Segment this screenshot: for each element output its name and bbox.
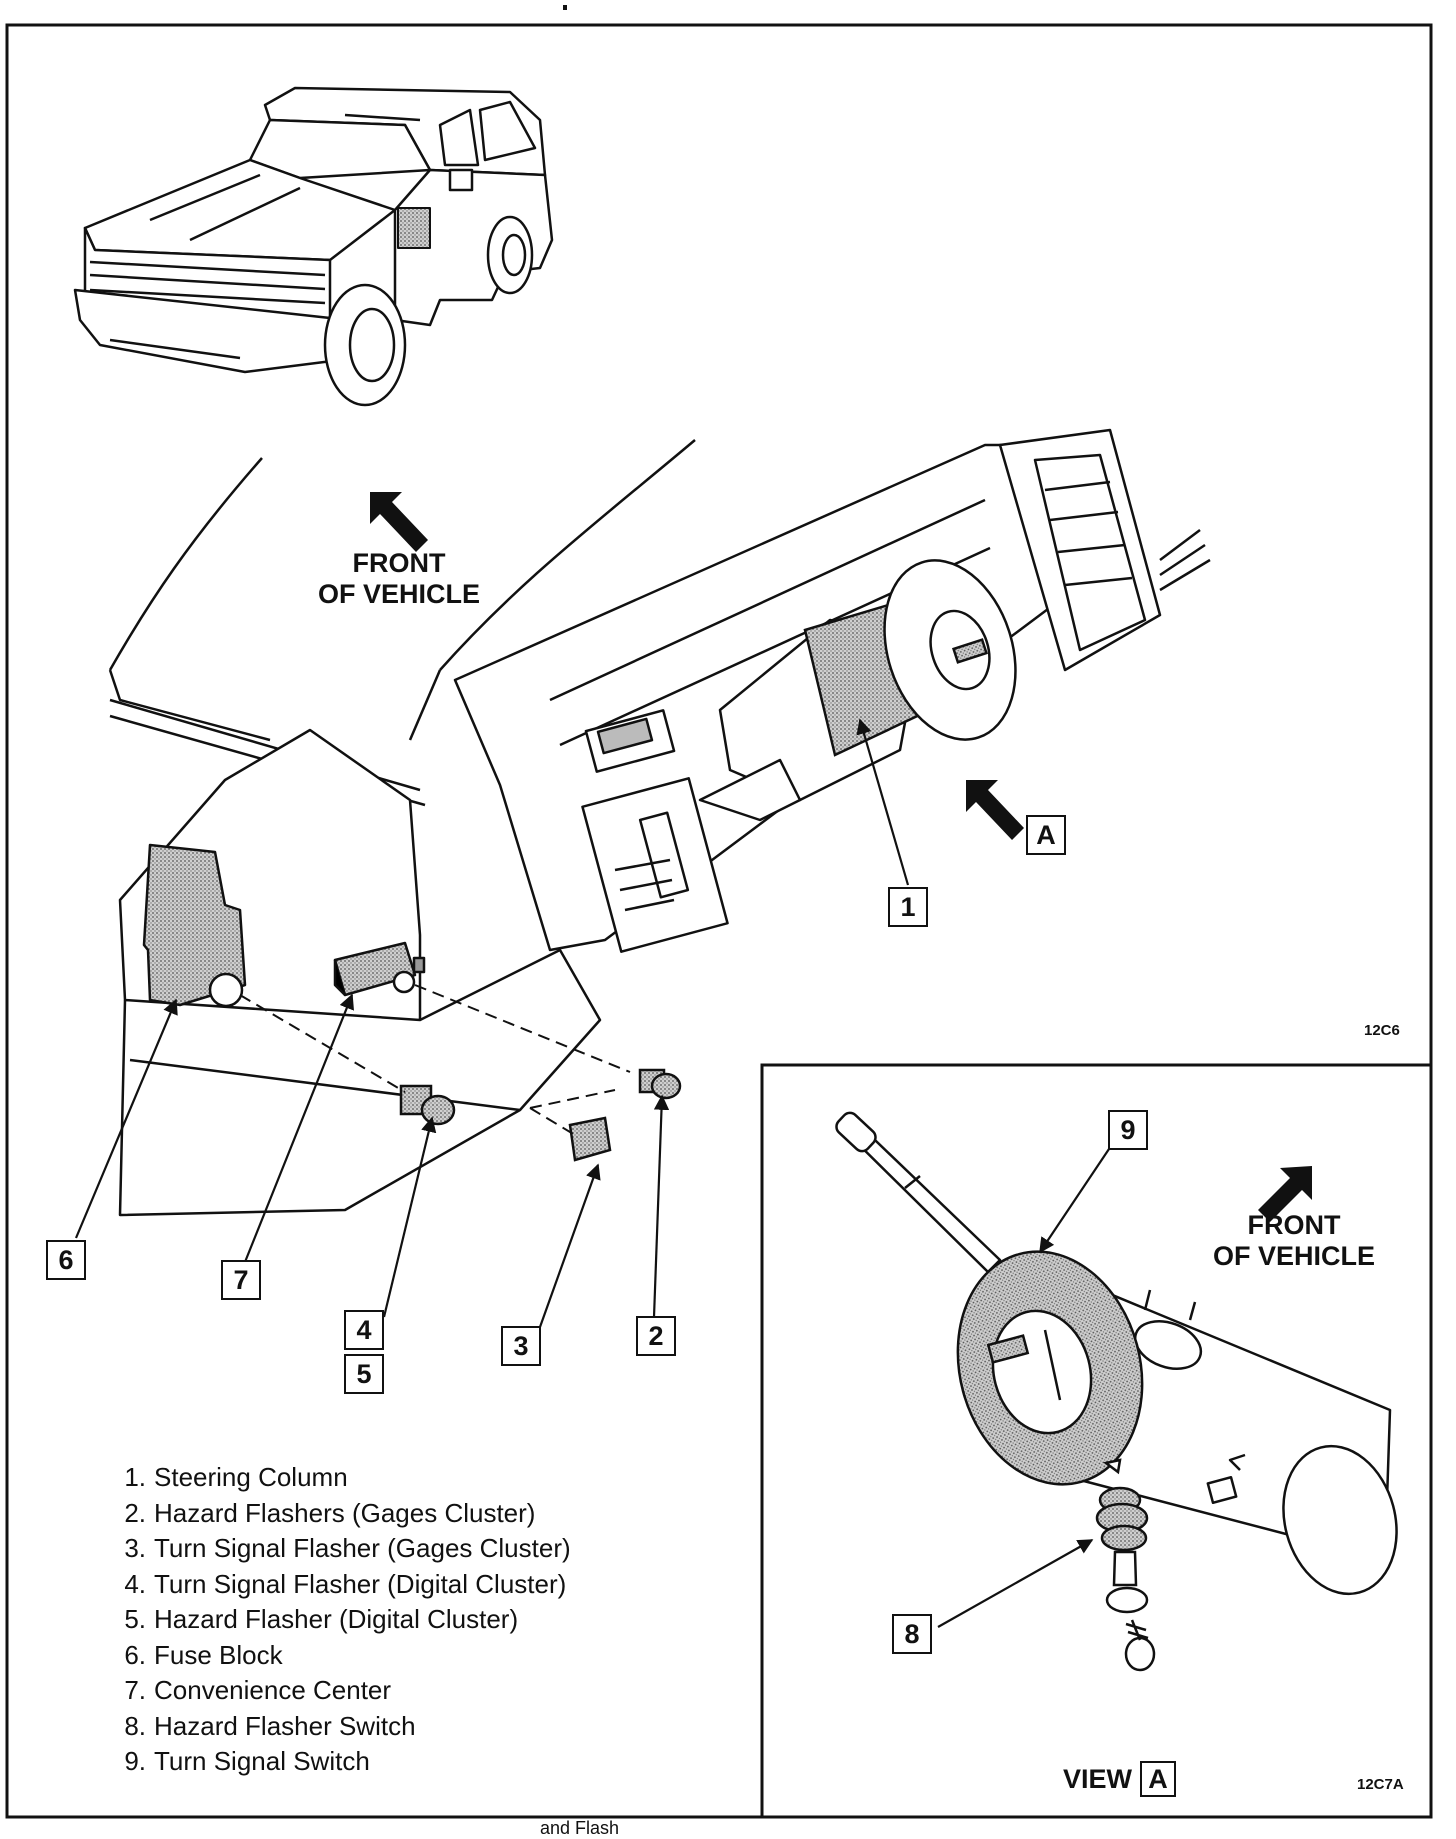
legend-num: 7.	[124, 1675, 146, 1705]
legend-text: Turn Signal Flasher (Digital Cluster)	[154, 1568, 567, 1599]
callout-2: 2	[636, 1316, 676, 1356]
legend-text: Turn Signal Switch	[154, 1746, 370, 1776]
fuse-block	[142, 843, 247, 1008]
legend-text: Hazard Flasher (Digital Cluster)	[154, 1604, 519, 1634]
legend-item: 1. Steering Column	[104, 1460, 571, 1496]
flasher-3	[568, 1116, 612, 1162]
inset-front-label-line2: OF VEHICLE	[1213, 1241, 1376, 1271]
legend-text: Fuse Block	[154, 1639, 283, 1670]
inset-frame	[760, 1063, 1433, 1819]
callout-6: 6	[46, 1240, 86, 1280]
legend-num: 6.	[124, 1639, 146, 1670]
legend-item: 5. Hazard Flasher (Digital Cluster)	[104, 1602, 571, 1638]
figure-caption: and Flash	[540, 1818, 620, 1838]
legend-num: 8.	[124, 1710, 146, 1741]
callout-4: 4	[344, 1310, 384, 1350]
legend: 1. Steering Column 2. Hazard Flashers (Gag…	[104, 1460, 571, 1780]
legend-item: 7. Convenience Center	[104, 1673, 571, 1709]
callout-8: 8	[892, 1614, 932, 1654]
front-label-line2: OF VEHICLE	[318, 579, 481, 609]
legend-text: Hazard Flasher Switch	[154, 1710, 416, 1741]
legend-item: 4. Turn Signal Flasher (Digital Cluster)	[104, 1567, 571, 1603]
legend-text: Steering Column	[154, 1462, 348, 1492]
view-a-callout: A	[1026, 815, 1066, 855]
figure-code-main: 12C6	[1364, 1022, 1400, 1039]
view-label-box: A	[1140, 1761, 1177, 1797]
legend-item: 9. Turn Signal Switch	[104, 1744, 571, 1780]
legend-num: 1.	[124, 1462, 146, 1492]
inset-leaders	[937, 1142, 1114, 1628]
convenience-center	[333, 941, 426, 997]
flasher-2	[638, 1068, 682, 1100]
figure-code-inset: 12C7A	[1357, 1776, 1404, 1793]
legend-text: Convenience Center	[154, 1675, 392, 1705]
front-label-line1: FRONT	[352, 548, 446, 578]
legend-num: 4.	[124, 1568, 146, 1599]
inset-front-of-vehicle-label: FRONT OF VEHICLE	[1213, 1210, 1375, 1272]
flasher-4-5	[399, 1084, 456, 1126]
outer-frame	[5, 23, 1433, 1819]
front-of-vehicle-label: FRONT OF VEHICLE	[318, 548, 480, 610]
callout-1: 1	[888, 887, 928, 927]
steering-column	[803, 559, 1017, 757]
vehicle-drawing	[73, 86, 554, 407]
legend-item: 3. Turn Signal Flasher (Gages Cluster)	[104, 1531, 571, 1567]
leader-lines	[74, 718, 910, 1328]
inset-front-label-line1: FRONT	[1247, 1210, 1341, 1240]
top-tick	[563, 5, 567, 10]
hazard-flasher-switch	[1095, 1458, 1156, 1672]
view-a-arrow	[966, 780, 1024, 840]
front-arrow-inset	[1258, 1166, 1312, 1222]
legend-item: 2. Hazard Flashers (Gages Cluster)	[104, 1496, 571, 1532]
legend-num: 2.	[124, 1497, 146, 1528]
legend-item: 6. Fuse Block	[104, 1638, 571, 1674]
front-arrow-main	[370, 492, 428, 552]
callout-9: 9	[1108, 1110, 1148, 1150]
turn-signal-switch	[956, 1250, 1144, 1486]
legend-item: 8. Hazard Flasher Switch	[104, 1709, 571, 1745]
view-label-text: VIEW	[1063, 1763, 1133, 1794]
install-paths	[239, 984, 631, 1136]
callout-3: 3	[501, 1326, 541, 1366]
legend-num: 5.	[124, 1604, 146, 1634]
callout-7: 7	[221, 1260, 261, 1300]
location-highlight	[397, 207, 431, 249]
legend-text: Hazard Flashers (Gages Cluster)	[154, 1497, 536, 1528]
view-a-label: VIEW A	[1063, 1761, 1177, 1797]
callout-5: 5	[344, 1354, 384, 1394]
legend-text: Turn Signal Flasher (Gages Cluster)	[154, 1533, 571, 1563]
legend-num: 9.	[124, 1746, 146, 1776]
legend-num: 3.	[124, 1533, 146, 1563]
